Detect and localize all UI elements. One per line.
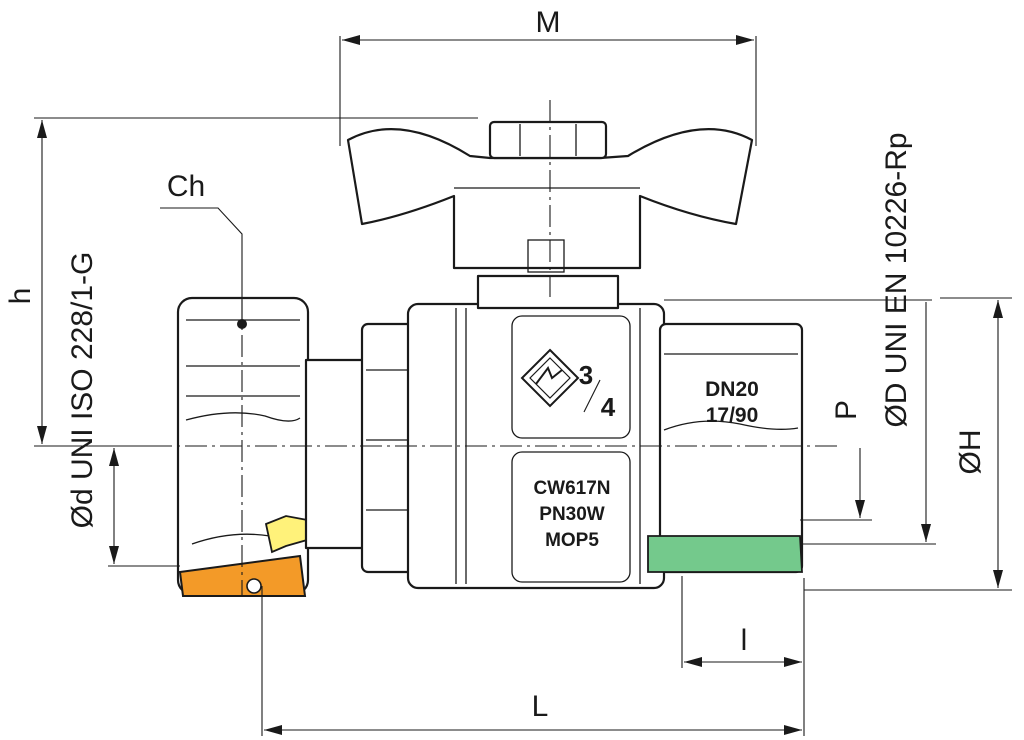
label-M: M (536, 6, 561, 39)
leader-Ch (160, 207, 247, 329)
union-nut (176, 296, 310, 597)
dimension-D (664, 299, 936, 545)
dimension-L (261, 578, 805, 736)
body-hex-left (360, 322, 416, 574)
dimension-h (34, 117, 478, 447)
size-fraction-bar (583, 379, 601, 413)
label-H: ØH (954, 430, 987, 475)
nut-seal (178, 554, 307, 597)
pressure-marking: PN30W (539, 504, 605, 525)
dn-marking: DN20 (705, 378, 759, 401)
label-d: Ød UNI ISO 228/1-G (66, 252, 99, 529)
label-L: L (532, 690, 549, 723)
seal-hole (246, 578, 262, 594)
body-end-right (647, 322, 804, 574)
female-thread (647, 535, 803, 573)
mop-marking: MOP5 (545, 530, 599, 551)
label-h: h (4, 288, 37, 305)
dimension-d (108, 448, 180, 567)
label-P: P (830, 400, 863, 420)
stem-bonnet (476, 274, 620, 310)
label-D: ØD UNI EN 10226-Rp (880, 132, 913, 427)
label-Ch: Ch (167, 170, 205, 203)
dimension-P (800, 448, 872, 521)
dimension-M (339, 35, 757, 146)
material-marking: CW617N (533, 478, 610, 499)
logo-icon (520, 348, 580, 408)
size-numerator: 3 (579, 360, 593, 390)
label-l: l (741, 624, 748, 657)
dimension-l (681, 576, 802, 668)
ratio-marking: 17/90 (706, 404, 759, 427)
size-denominator: 4 (601, 392, 616, 422)
tail-piece (304, 358, 368, 550)
dimension-H (804, 297, 1012, 591)
